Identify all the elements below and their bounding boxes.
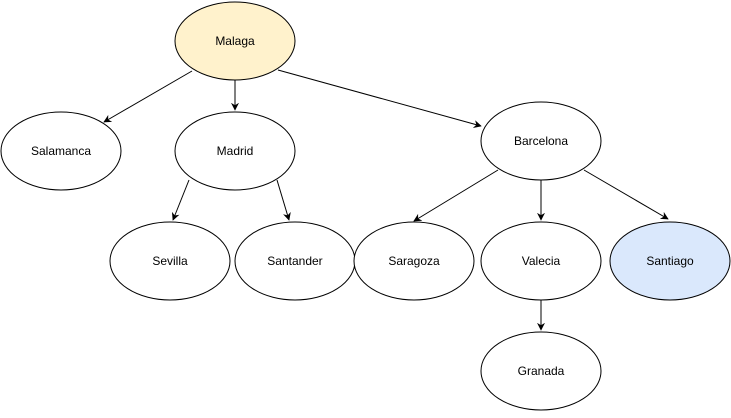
node-madrid-shape — [174, 111, 296, 191]
node-santiago-shape — [609, 221, 731, 301]
node-santander[interactable]: Santander — [234, 221, 356, 301]
node-santiago-label: Santiago — [646, 254, 694, 268]
node-santiago[interactable]: Santiago — [609, 221, 731, 301]
node-barcelona[interactable]: Barcelona — [480, 101, 602, 181]
node-granada-shape — [480, 331, 602, 411]
node-saragoza-shape — [353, 221, 475, 301]
node-salamanca-label: Salamanca — [31, 144, 91, 158]
node-valecia-label: Valecia — [522, 254, 561, 268]
edge-madrid-sevilla — [171, 179, 190, 221]
node-granada[interactable]: Granada — [480, 331, 602, 411]
edge-malaga-barcelona — [277, 69, 482, 128]
node-granada-label: Granada — [518, 364, 565, 378]
node-madrid-label: Madrid — [217, 144, 254, 158]
node-malaga[interactable]: Malaga — [174, 1, 296, 81]
node-barcelona-shape — [480, 101, 602, 181]
node-santander-label: Santander — [267, 254, 322, 268]
node-valecia[interactable]: Valecia — [480, 221, 602, 301]
node-barcelona-label: Barcelona — [514, 134, 568, 148]
edge-madrid-santander — [276, 179, 291, 221]
node-salamanca[interactable]: Salamanca — [0, 111, 122, 191]
edge-barcelona-santiago — [583, 169, 669, 220]
node-malaga-shape — [174, 1, 296, 81]
node-valecia-shape — [480, 221, 602, 301]
node-saragoza[interactable]: Saragoza — [353, 221, 475, 301]
node-saragoza-label: Saragoza — [388, 254, 440, 268]
node-sevilla-label: Sevilla — [152, 254, 188, 268]
node-salamanca-shape — [0, 111, 122, 191]
edges-layer — [103, 69, 669, 331]
edge-barcelona-saragoza — [413, 169, 499, 222]
node-sevilla-shape — [109, 221, 231, 301]
edge-malaga-salamanca — [103, 70, 193, 123]
node-sevilla[interactable]: Sevilla — [109, 221, 231, 301]
node-malaga-label: Malaga — [215, 34, 255, 48]
node-madrid[interactable]: Madrid — [174, 111, 296, 191]
